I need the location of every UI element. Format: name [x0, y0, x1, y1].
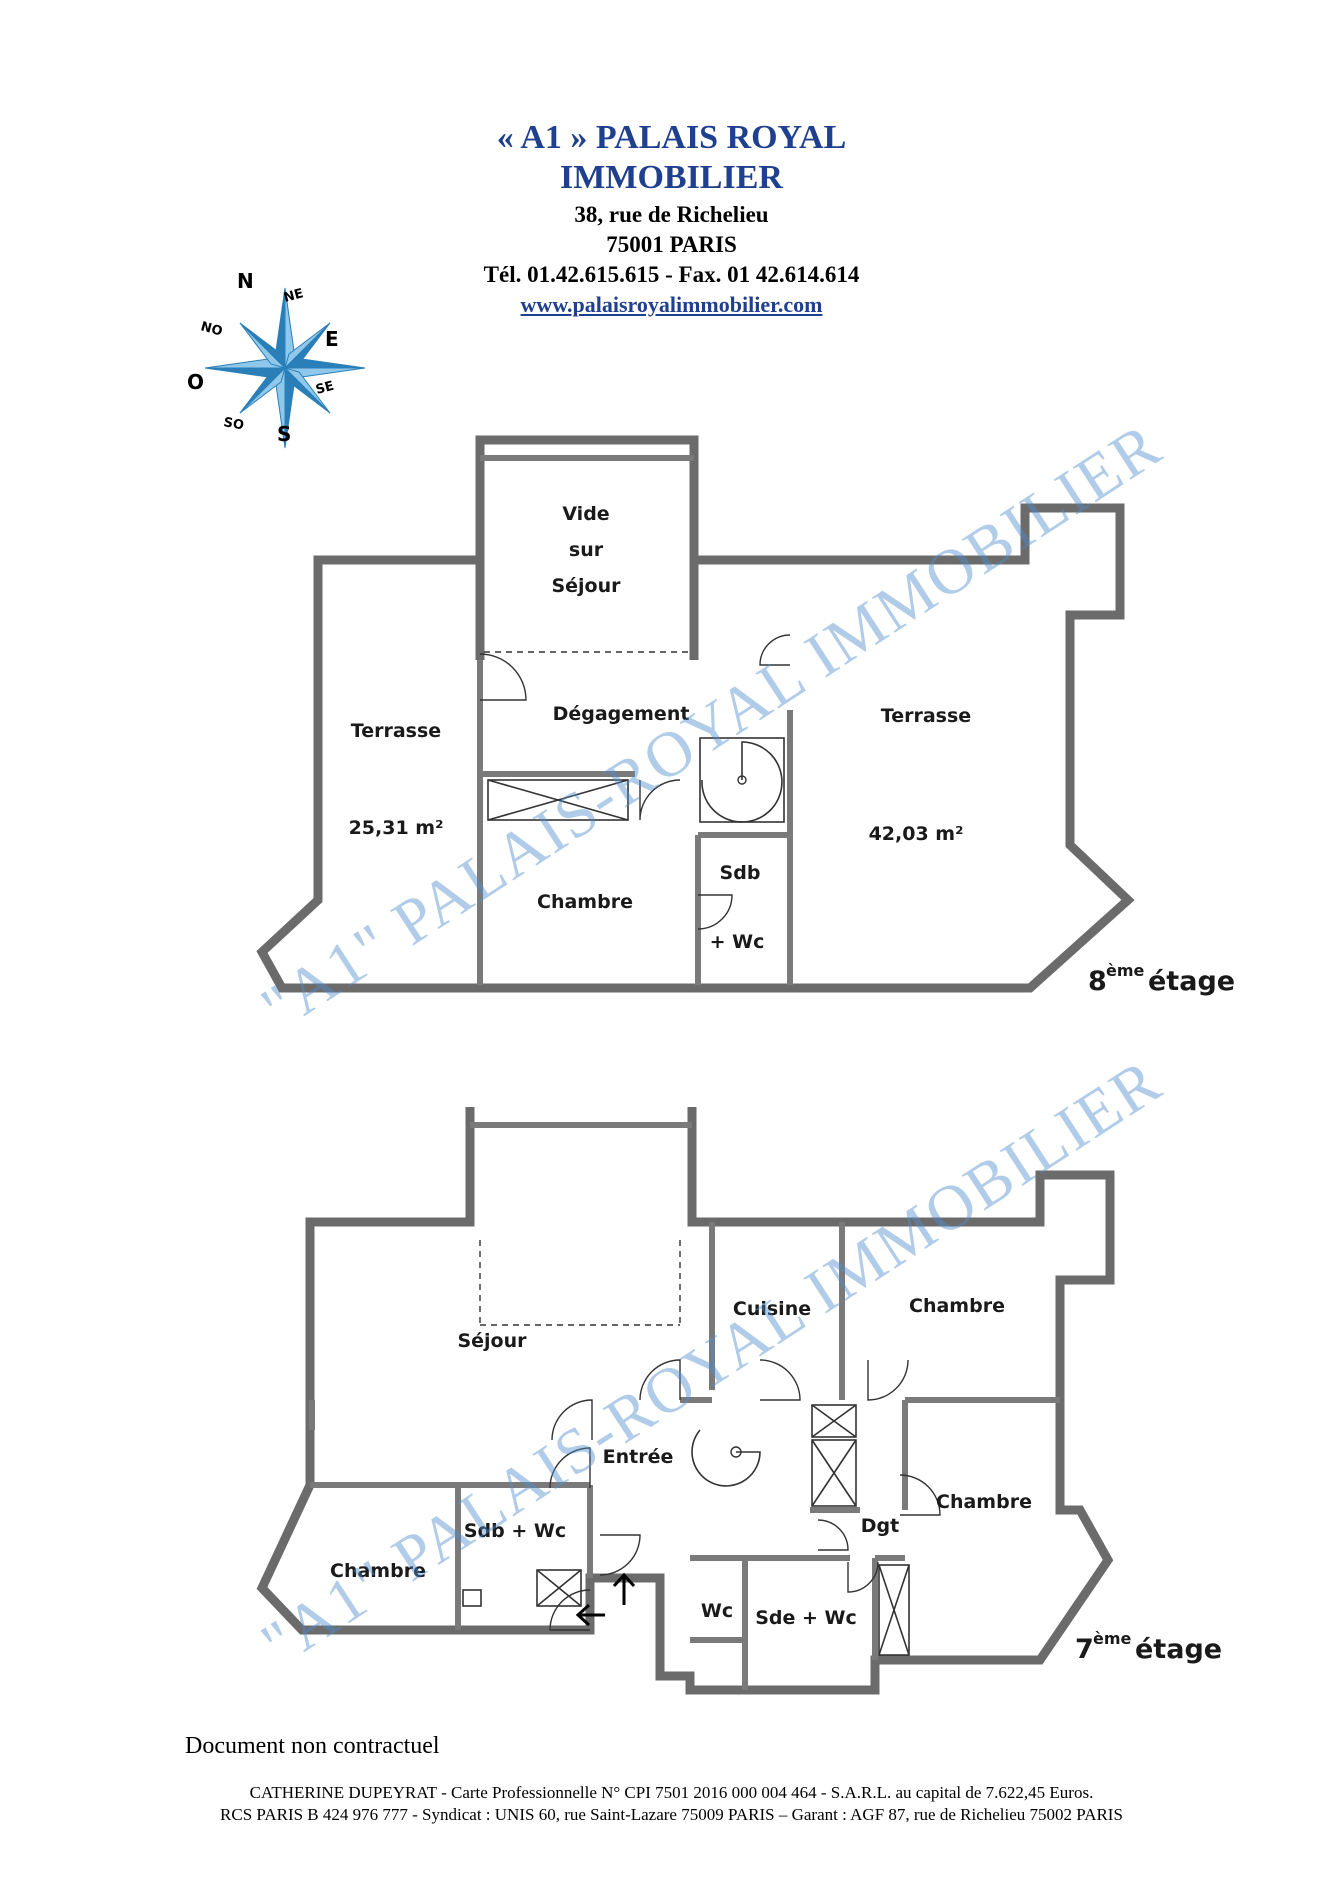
floor7-entry-arrows-icon [575, 1572, 636, 1627]
floor8-terrasse-right-area: 42,03 m² [869, 823, 964, 845]
floor8-level-word: étage [1148, 966, 1235, 997]
legal-line-2: RCS PARIS B 424 976 777 - Syndicat : UNI… [220, 1805, 1123, 1824]
floor8-terrasse-left-label: Terrasse [351, 720, 441, 742]
compass-n: N [237, 269, 254, 293]
floor7-wc-label: Wc [701, 1600, 733, 1622]
floor8-closet-cross2 [487, 779, 629, 821]
compass-star [204, 287, 366, 449]
floor7-closet-center [811, 1404, 857, 1507]
agency-name: « A1 » PALAIS ROYAL IMMOBILIER [0, 118, 1343, 198]
floor-7-plan: Séjour Cuisine Chambre Entrée Chambre Dg… [256, 1107, 1222, 1695]
floor8-vide-label-3: Séjour [551, 575, 621, 597]
compass-e: E [325, 327, 339, 351]
floor7-door-entry [599, 1534, 641, 1576]
floor7-level-sup: ème [1093, 1629, 1132, 1648]
floor8-chambre-label: Chambre [537, 891, 633, 913]
floor8-door-chambre [639, 779, 681, 821]
floor7-door-2 [551, 1399, 593, 1441]
floor7-door-1 [639, 1359, 681, 1401]
floor7-door-7 [817, 1519, 849, 1551]
floor7-door-front [549, 1589, 591, 1631]
disclaimer: Document non contractuel [185, 1733, 440, 1759]
floor8-level-label: 8 ème étage [1088, 961, 1235, 997]
floor7-chambre-left-label: Chambre [330, 1560, 426, 1582]
floor8-door-left [479, 653, 527, 701]
floor7-entree-label: Entrée [603, 1446, 674, 1468]
floor8-door-right [759, 634, 791, 666]
floor8-wc-label: + Wc [710, 931, 765, 953]
floor7-sde-wc-label: Sde + Wc [755, 1607, 857, 1629]
floor8-vide-walls [475, 435, 699, 660]
floor7-sejour-label: Séjour [457, 1330, 527, 1352]
floor7-spiral-stair [691, 1429, 761, 1487]
compass-s: S [277, 422, 291, 446]
floor8-closet [487, 779, 629, 821]
floor7-door-5 [867, 1359, 909, 1401]
floor7-door-6 [899, 1474, 941, 1516]
floor7-cuisine-label: Cuisine [733, 1298, 811, 1320]
floor8-vide-label-2: sur [569, 539, 604, 561]
floor8-door-sdb [697, 894, 733, 930]
floor7-door-4 [759, 1359, 801, 1401]
floor7-chambre-right-label: Chambre [936, 1491, 1032, 1513]
floor7-sdb-wc-label: Sdb + Wc [464, 1520, 566, 1542]
floor8-level-num: 8 [1088, 966, 1107, 997]
floor7-level-num: 7 [1075, 1634, 1094, 1665]
floor7-sink-mark [462, 1589, 482, 1607]
compass-no: NO [199, 319, 224, 339]
floor8-level-sup: ème [1106, 961, 1145, 980]
agency-website-link[interactable]: www.palaisroyalimmobilier.com [520, 292, 823, 317]
compass-se: SE [314, 379, 336, 398]
agency-street: 38, rue de Richelieu [574, 202, 769, 227]
agency-phone-fax: Tél. 01.42.615.615 - Fax. 01 42.614.614 [483, 262, 860, 287]
floor8-sdb-label: Sdb [720, 862, 761, 884]
floor8-spiral-stair [699, 737, 785, 823]
agency-name-line1: « A1 » PALAIS ROYAL [496, 119, 847, 156]
floor8-outer-wall [256, 503, 1135, 993]
compass-o: O [187, 370, 204, 394]
compass-so: SO [222, 415, 245, 433]
floor7-chambre-top-label: Chambre [909, 1295, 1005, 1317]
floor7-level-label: 7 ème étage [1075, 1629, 1222, 1665]
watermark-bottom: "A1" PALAIS-ROYAL IMMOBILIER [249, 1045, 1174, 1680]
compass-rose-icon: N NO NE E O SE SO S [187, 269, 366, 449]
compass-ne: NE [282, 286, 305, 306]
floor7-dgt-label: Dgt [861, 1515, 899, 1537]
floor7-door-8 [847, 1561, 879, 1593]
floor8-terrasse-right-label: Terrasse [881, 705, 971, 727]
legal-line-1: CATHERINE DUPEYRAT - Carte Professionnel… [249, 1783, 1094, 1802]
floor7-level-word: étage [1135, 1634, 1222, 1665]
floor7-door-3 [549, 1447, 591, 1489]
agency-city: 75001 PARIS [606, 232, 737, 257]
floor7-closet-sdb [536, 1569, 582, 1607]
floor8-degagement-label: Dégagement [553, 703, 690, 725]
floor-8-plan: Vide sur Séjour Terrasse 25,31 m² Dégage… [256, 435, 1235, 997]
agency-name-line2: IMMOBILIER [560, 159, 783, 196]
floor8-terrasse-left-area: 25,31 m² [349, 817, 444, 839]
agency-address: 38, rue de Richelieu 75001 PARIS Tél. 01… [0, 200, 1343, 320]
floor7-closet-sde [878, 1564, 910, 1656]
floor8-vide-label-1: Vide [562, 503, 609, 525]
